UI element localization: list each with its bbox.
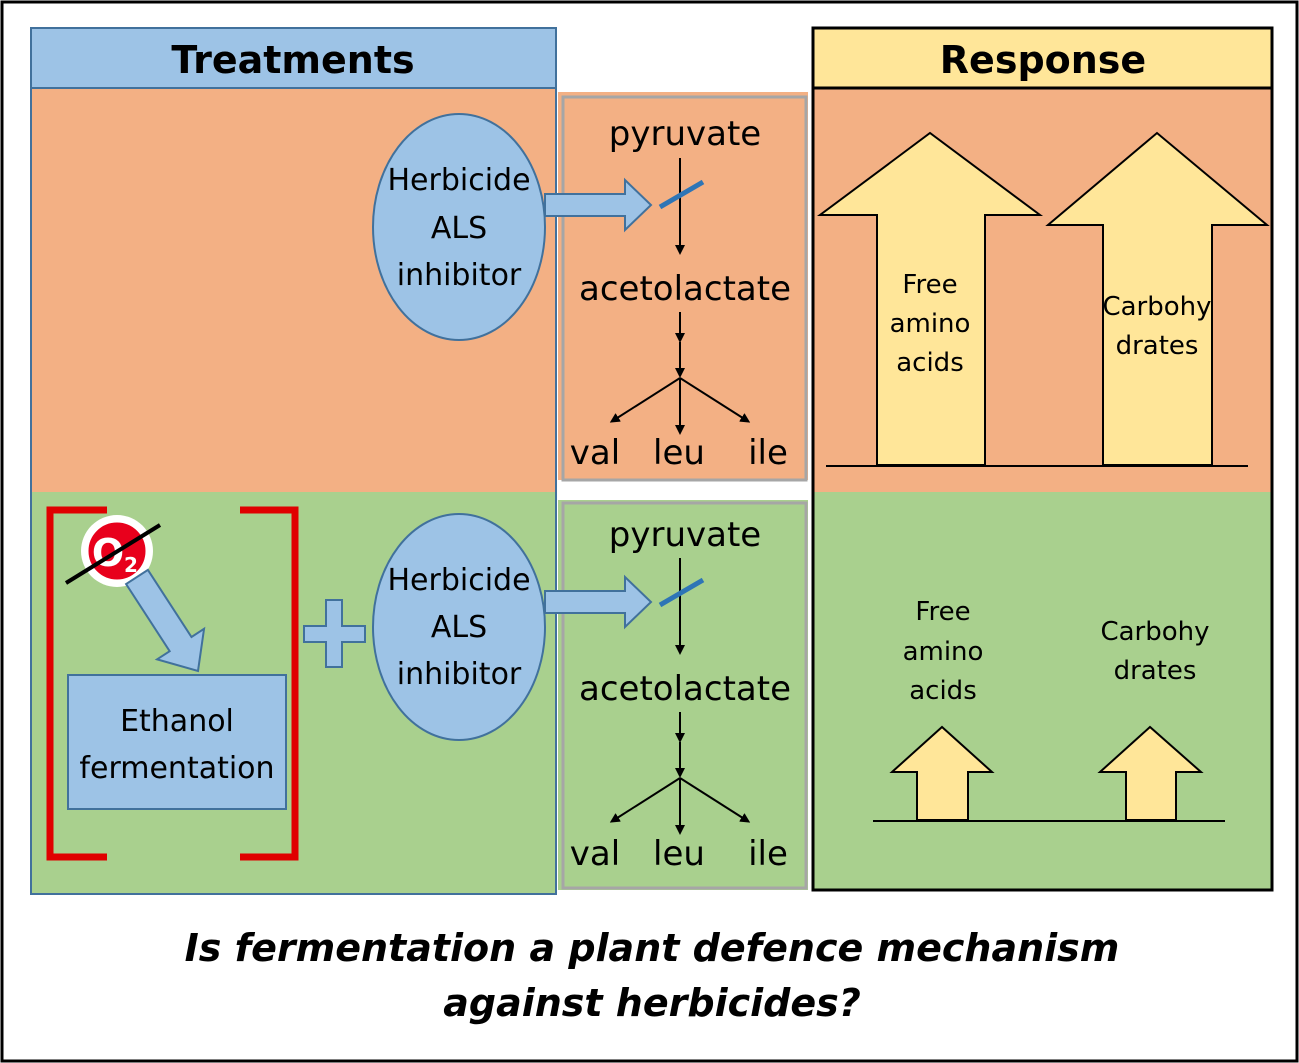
pathway-top-val: val	[570, 433, 620, 473]
response-bottom-amino-line3: acids	[909, 676, 977, 706]
response-bottom-carbs-line2: drates	[1114, 656, 1197, 686]
herbicide-bottom-ellipse	[372, 513, 546, 741]
response-top-amino-arrow	[816, 131, 1044, 466]
pathway-bottom-pyruvate: pyruvate	[609, 515, 761, 555]
pathway-top-leu: leu	[653, 433, 705, 473]
response-bottom-amino-line1: Free	[915, 597, 970, 627]
caption-line2: against herbicides?	[443, 981, 861, 1025]
pathway-bottom-leu: leu	[653, 834, 705, 874]
pathway-bottom-val: val	[570, 834, 620, 874]
pathway-bottom-ile: ile	[748, 834, 788, 874]
ethanol-fermentation-box	[67, 674, 287, 810]
pathway-bottom-acetolactate: acetolactate	[579, 669, 791, 709]
response-header	[811, 26, 1274, 90]
oxygen-subscript: 2	[124, 553, 138, 577]
herbicide-bottom-line3: inhibitor	[397, 657, 522, 692]
pathway-bottom-border	[561, 501, 808, 890]
treatments-header	[30, 27, 557, 89]
response-header-label: Response	[940, 38, 1146, 82]
response-bottom-carbs-line1: Carbohy	[1100, 617, 1209, 647]
response-bottom-carbs-arrow	[1097, 725, 1204, 821]
response-bottom-amino-line2: amino	[903, 637, 984, 667]
pathway-bottom-branch-val	[609, 777, 681, 823]
treatments-header-label: Treatments	[171, 38, 414, 82]
pathway-top-ile: ile	[748, 433, 788, 473]
pathway-bottom-inhibition-mark	[658, 577, 705, 608]
pathway-top-pyruvate: pyruvate	[609, 114, 761, 154]
response-top-carbs-line2: drates	[1116, 331, 1199, 361]
response-bottom-amino-arrow	[889, 725, 995, 821]
pathway-top-acetolactate: acetolactate	[579, 269, 791, 309]
response-top-amino-line3: acids	[896, 348, 964, 378]
herbicide-top-arrow	[544, 177, 653, 233]
no-oxygen-icon: O 2	[64, 515, 162, 587]
pathway-top-panel	[558, 92, 808, 480]
herbicide-bottom-line2: ALS	[431, 610, 487, 645]
response-top-amino-line2: amino	[890, 309, 971, 339]
plus-icon	[303, 599, 366, 668]
pathway-top-branch-ile	[679, 377, 751, 423]
oxygen-to-ethanol-arrow	[124, 568, 206, 673]
herbicide-top-ellipse	[372, 113, 546, 341]
response-top-amino-line1: Free	[902, 270, 957, 300]
herbicide-bottom-arrow	[544, 574, 653, 630]
caption-line1: Is fermentation a plant defence mechanis…	[185, 926, 1120, 970]
pathway-top-border	[561, 95, 808, 482]
pathway-top-branch-val	[609, 377, 681, 423]
bracket-left	[46, 506, 107, 861]
oxygen-symbol: O	[92, 531, 124, 575]
herbicide-top-line2: ALS	[431, 211, 487, 246]
ethanol-line2: fermentation	[79, 751, 274, 786]
response-top-carbs-line1: Carbohy	[1102, 292, 1211, 322]
bracket-right	[240, 506, 299, 861]
ethanol-line1: Ethanol	[120, 704, 234, 739]
herbicide-top-line3: inhibitor	[397, 258, 522, 293]
response-top-carbs-arrow	[1045, 131, 1270, 466]
herbicide-top-line1: Herbicide	[387, 163, 530, 198]
response-bottom-panel	[813, 492, 1272, 890]
pathway-top-inhibition-mark	[658, 179, 705, 210]
herbicide-bottom-line1: Herbicide	[387, 563, 530, 598]
pathway-bottom-branch-ile	[679, 777, 751, 823]
